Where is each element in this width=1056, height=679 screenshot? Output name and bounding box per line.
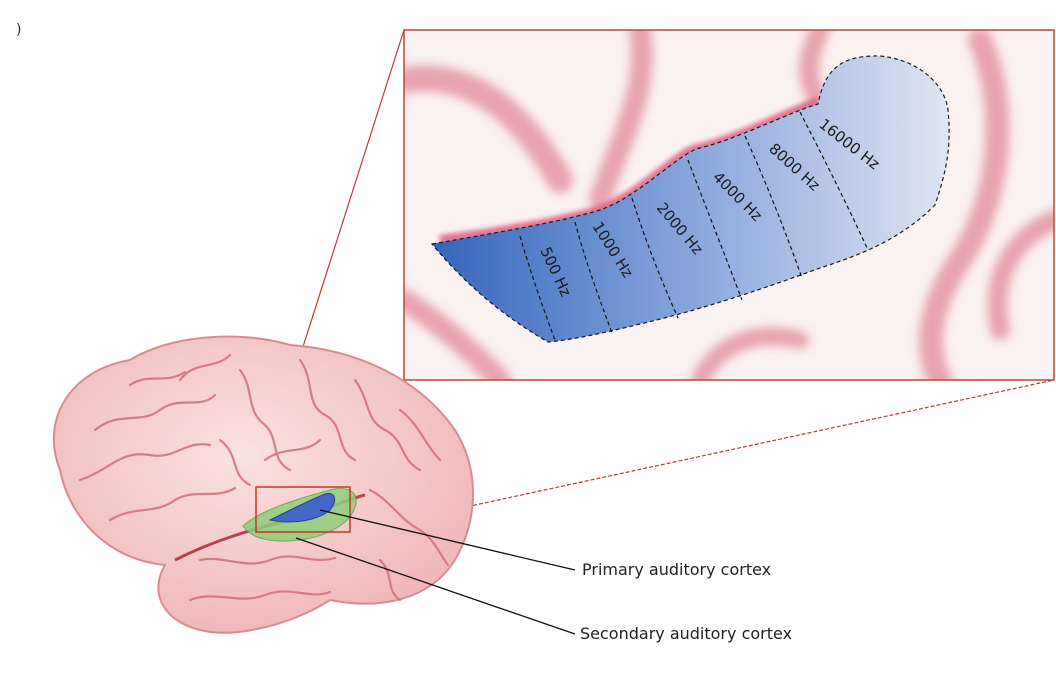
primary-cortex-inset	[430, 55, 950, 343]
primary-auditory-cortex-label: Primary auditory cortex	[582, 560, 772, 579]
primary-cortex-area	[268, 492, 336, 523]
magnified-inset: 500 Hz 1000 Hz 2000 Hz 4000 Hz 8000 Hz 1…	[404, 30, 1054, 380]
brain	[52, 335, 474, 634]
secondary-auditory-cortex-label: Secondary auditory cortex	[580, 624, 793, 643]
frequency-band-lines	[519, 111, 869, 341]
leader-lines	[295, 509, 576, 635]
magnification-box	[255, 486, 351, 533]
inset-frame	[403, 29, 1055, 381]
corner-mark: )	[16, 22, 22, 38]
